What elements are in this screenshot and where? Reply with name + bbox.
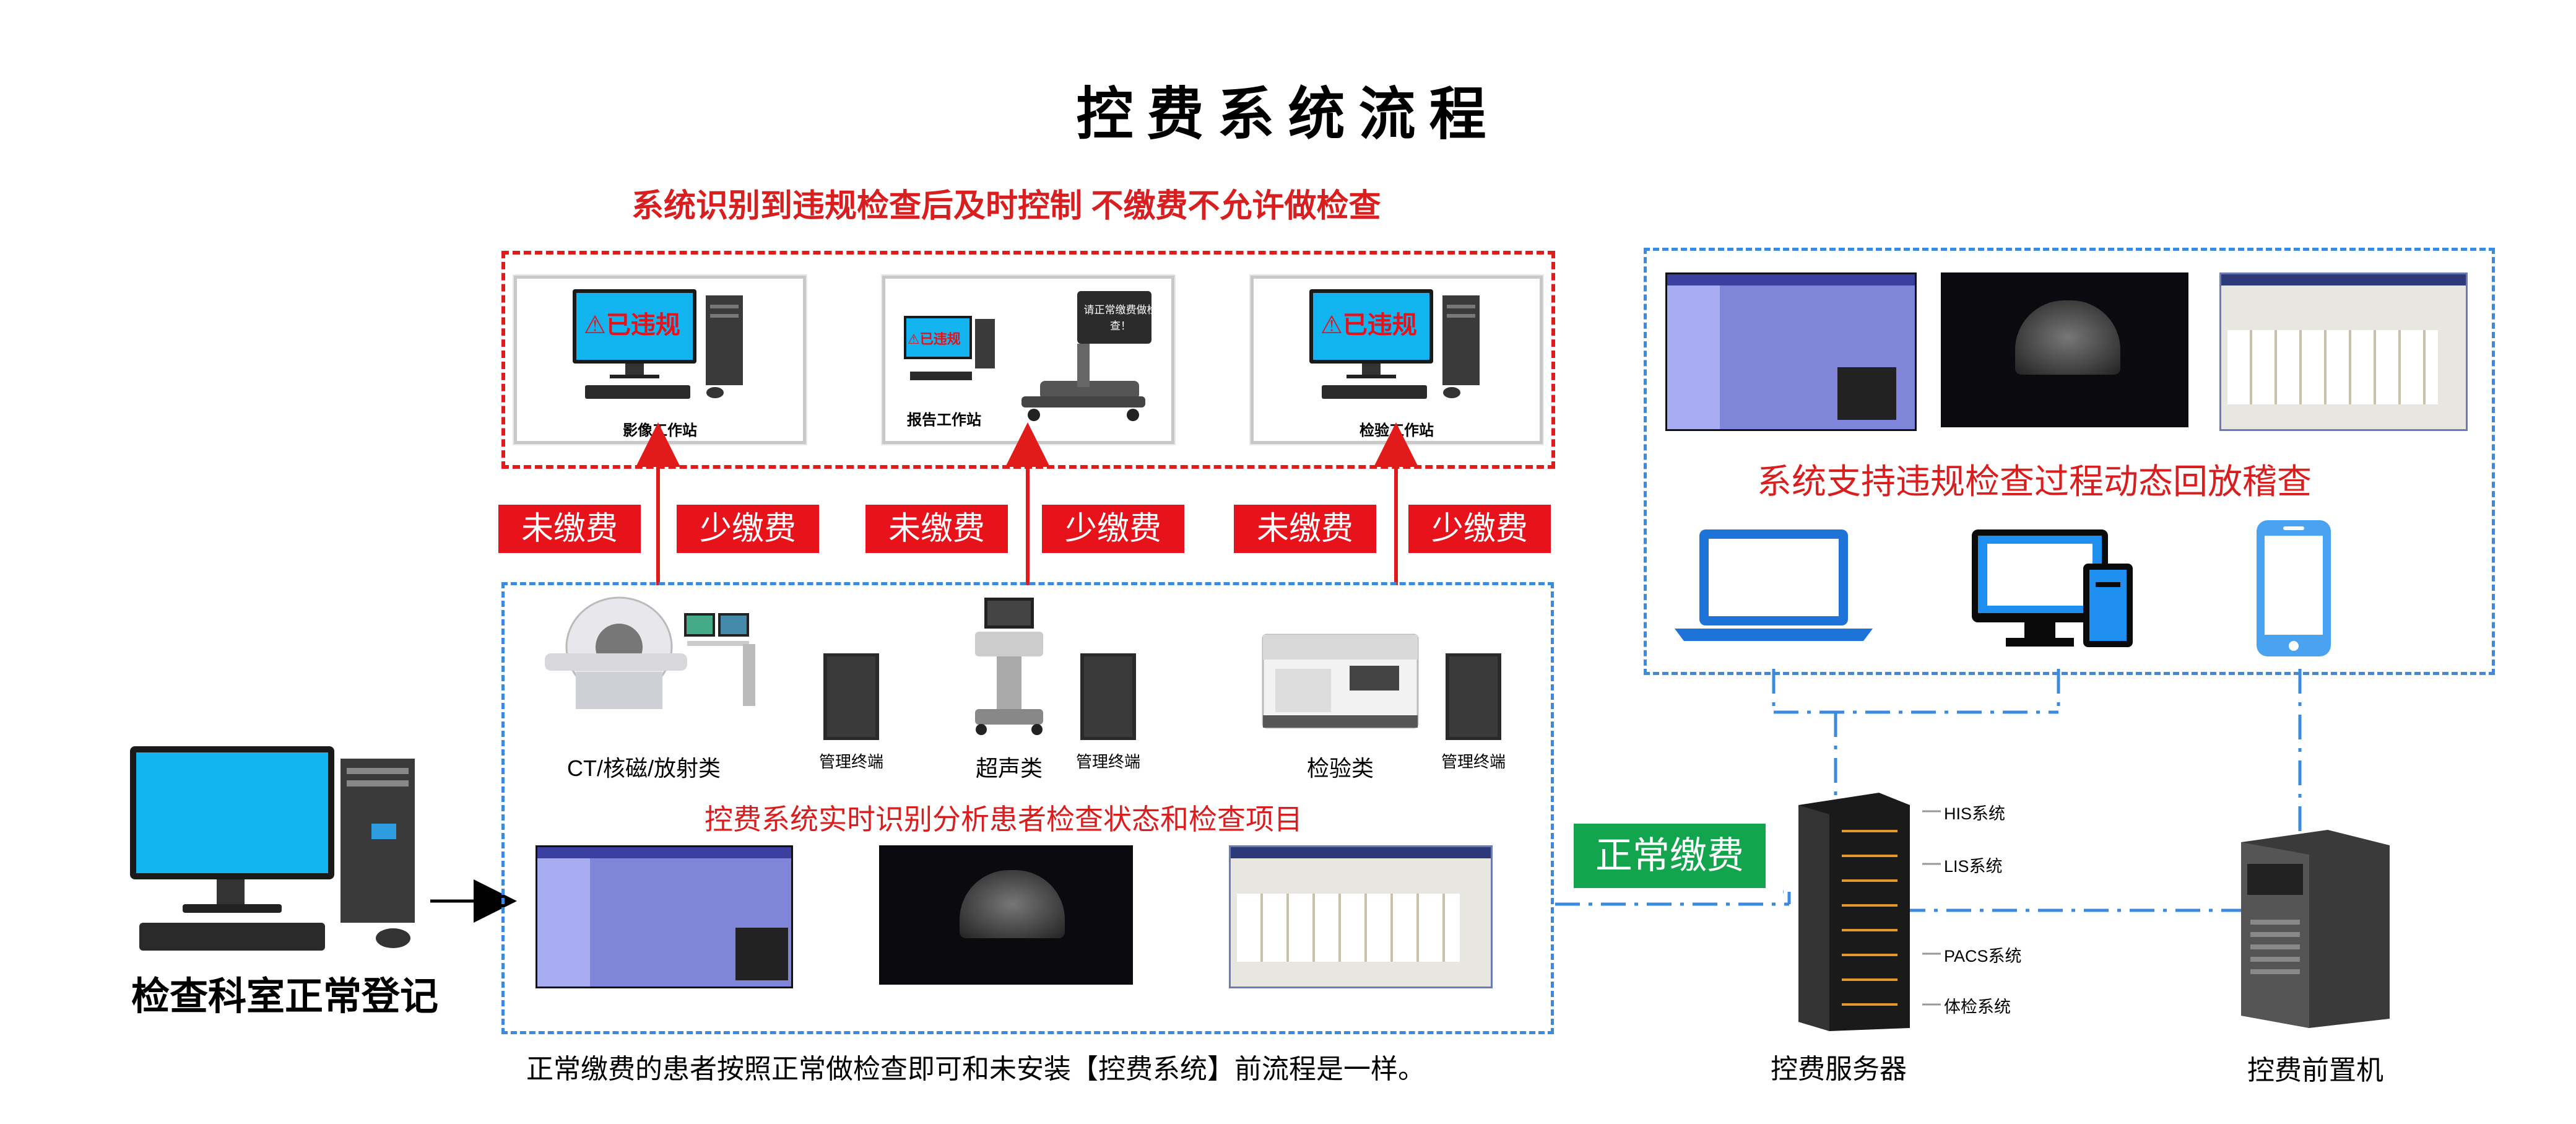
- lab-workstation-card: ⚠已违规 检验工作站: [1251, 276, 1543, 444]
- laptop-icon: [1675, 529, 1873, 641]
- front-machine-label: 控费前置机: [2247, 1055, 2383, 1086]
- system-physical: 体检系统: [1944, 998, 2011, 1016]
- tag-unpaid-1: 未缴费: [498, 505, 641, 553]
- tag-underpaid-2: 少缴费: [1042, 505, 1184, 553]
- ws3-alert-text: 已违规: [1342, 311, 1417, 339]
- ws2-alert: ⚠已违规: [908, 328, 961, 348]
- report-workstation-card: ⚠已违规 请正常缴费做检查！ 报告工作站: [882, 276, 1174, 444]
- ws2-alert-text: 已违规: [919, 331, 961, 347]
- warning-icon: ⚠: [1321, 311, 1343, 339]
- middle-heading: 控费系统实时识别分析患者检查状态和检查项目: [705, 803, 1303, 835]
- tag-unpaid-2: 未缴费: [865, 505, 1008, 553]
- imaging-screenshot: [536, 845, 793, 988]
- device-monitoring-box: [501, 582, 1554, 1034]
- desktop-computer-icon: [573, 289, 743, 399]
- ws2-label: 报告工作站: [907, 412, 981, 429]
- top-heading: 系统识别到违规检查后及时控制 不缴费不允许做检查: [631, 188, 1381, 224]
- warning-icon: ⚠: [584, 311, 606, 339]
- terminal-tower-icon: [1446, 653, 1501, 740]
- page-title: 控费系统流程: [1076, 83, 1500, 146]
- desktop-computer-icon: [1309, 289, 1480, 399]
- registration-label: 检查科室正常登记: [131, 975, 438, 1018]
- terminal-tower-icon: [1080, 653, 1136, 740]
- desktop-icon: [1972, 529, 2133, 647]
- server-rack-icon: [1798, 793, 1910, 1031]
- normal-payment-tag: 正常缴费: [1574, 824, 1766, 888]
- mobile-phone-icon: [2257, 520, 2331, 656]
- audit-imaging-screenshot: [1665, 272, 1917, 431]
- terminal-tower-icon: [823, 653, 879, 740]
- ultrasound-machine-icon: [975, 598, 1043, 735]
- audit-lab-screenshot: [2219, 272, 2468, 431]
- terminal-label-2: 管理终端: [1075, 752, 1140, 771]
- server-label: 控费服务器: [1771, 1054, 1907, 1084]
- system-pacs: PACS系统: [1944, 947, 2022, 965]
- tag-underpaid-1: 少缴费: [677, 505, 819, 553]
- small-desktop-icon: [904, 316, 995, 380]
- ultrasound-label: 超声类: [975, 756, 1043, 781]
- playback-audit-box: [1644, 248, 2495, 675]
- footer-text: 正常缴费的患者按照正常做检查即可和未安装【控费系统】前流程是一样。: [526, 1054, 1425, 1084]
- system-lis: LIS系统: [1944, 857, 2003, 876]
- lab-screenshot: [1229, 845, 1493, 988]
- warning-icon: ⚠: [908, 331, 920, 347]
- ws2-dialog: 请正常缴费做检查！: [1083, 304, 1158, 332]
- ct-label: CT/核磁/放射类: [567, 756, 721, 781]
- audit-ultrasound-screenshot: [1941, 272, 2188, 427]
- ws1-alert: ⚠已违规: [584, 305, 680, 341]
- terminal-label-1: 管理终端: [818, 752, 883, 771]
- tower-server-icon: [2241, 830, 2390, 1028]
- lab-analyzer-icon: [1262, 634, 1419, 729]
- tag-unpaid-3: 未缴费: [1234, 505, 1376, 553]
- ultrasound-cart-icon: [1021, 291, 1151, 421]
- ws3-alert: ⚠已违规: [1321, 305, 1417, 341]
- terminal-label-3: 管理终端: [1441, 752, 1506, 771]
- tag-underpaid-3: 少缴费: [1408, 505, 1551, 553]
- ultrasound-screenshot: [879, 845, 1133, 985]
- lab-label: 检验类: [1306, 756, 1374, 781]
- system-his: HIS系统: [1944, 804, 2006, 823]
- ct-scanner-icon: [545, 596, 755, 709]
- registration-computer-icon: [130, 746, 415, 951]
- audit-heading: 系统支持违规检查过程动态回放稽查: [1757, 462, 2312, 501]
- ws1-alert-text: 已违规: [605, 311, 680, 339]
